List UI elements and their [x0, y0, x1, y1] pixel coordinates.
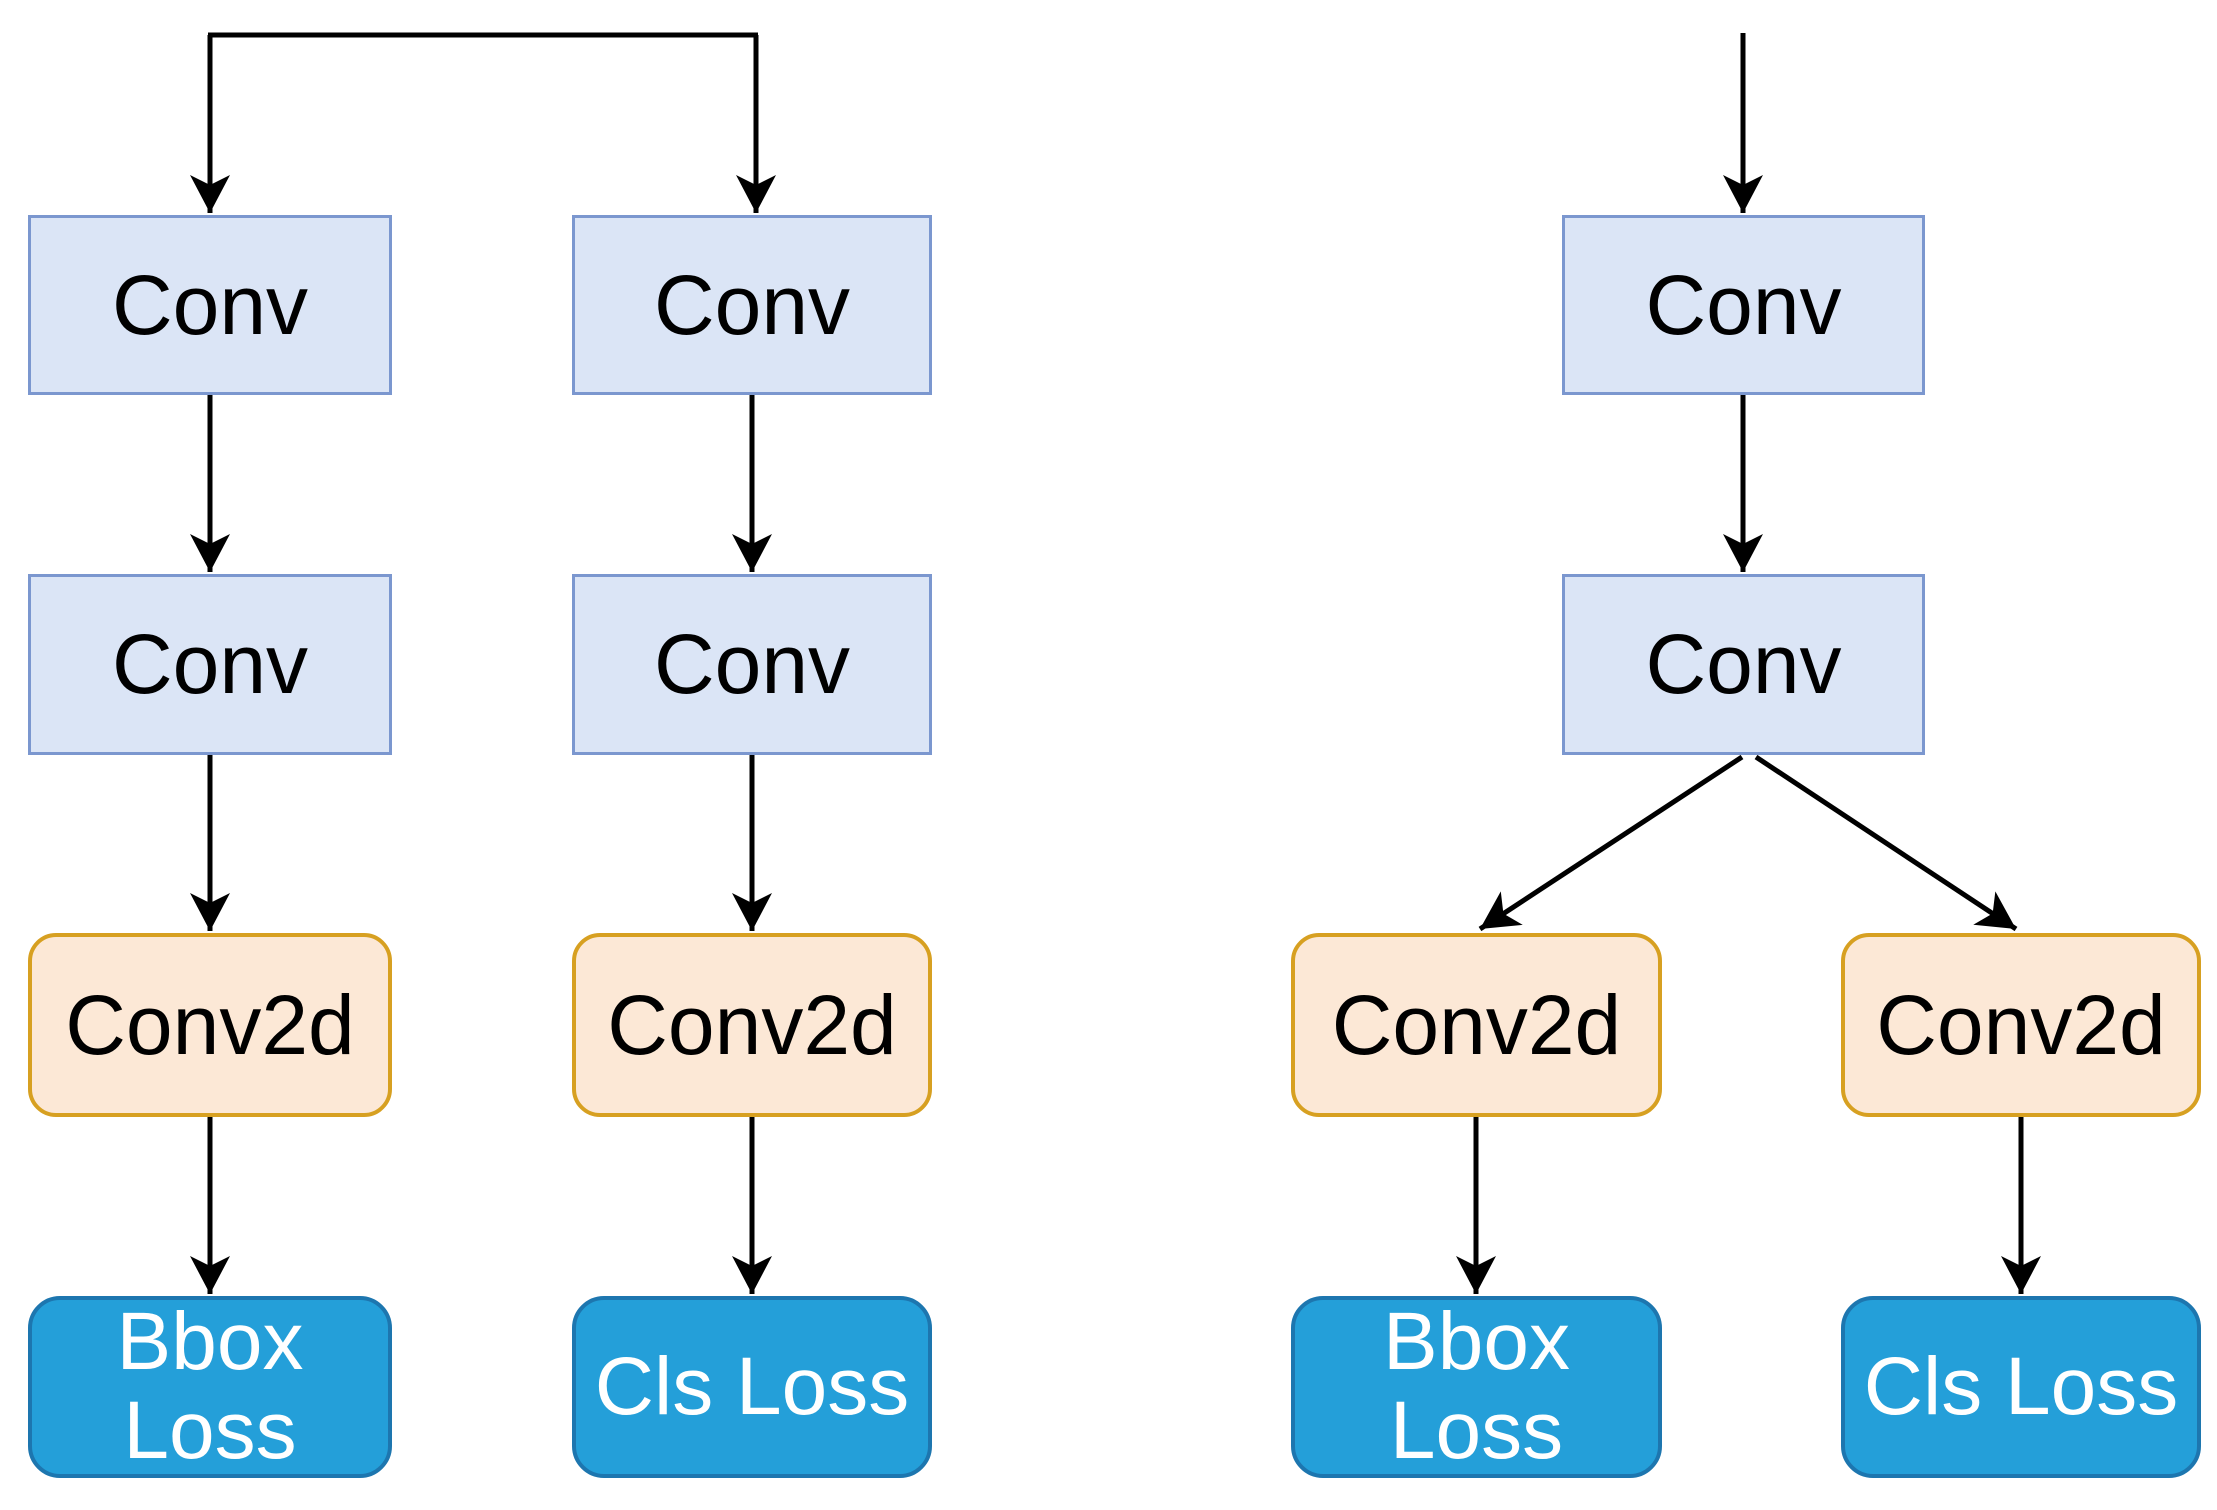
node-label: Cls Loss	[594, 1340, 910, 1432]
node-right-cls-loss: Cls Loss	[1841, 1296, 2201, 1478]
node-left-cls-conv1: Conv	[572, 215, 932, 395]
node-label: Conv	[111, 257, 309, 352]
node-left-cls-conv2d: Conv2d	[572, 933, 932, 1117]
node-right-conv2: Conv	[1562, 574, 1925, 755]
node-label: Conv2d	[1331, 977, 1622, 1072]
node-label: Conv	[653, 257, 851, 352]
node-label: Bbox Loss	[116, 1296, 304, 1476]
node-left-cls-loss: Cls Loss	[572, 1296, 932, 1478]
node-right-cls-conv2d: Conv2d	[1841, 933, 2201, 1117]
node-right-conv1: Conv	[1562, 215, 1925, 395]
node-label: Conv	[111, 617, 309, 712]
node-label: Conv2d	[607, 977, 897, 1072]
node-label: Conv	[1645, 617, 1842, 712]
node-label: Conv2d	[65, 977, 355, 1072]
arrow-right-conv2-bbox-conv2d	[1478, 754, 1744, 932]
node-left-bbox-loss: Bbox Loss	[28, 1296, 392, 1478]
node-label: Conv	[1645, 257, 1842, 352]
node-right-bbox-conv2d: Conv2d	[1291, 933, 1662, 1117]
node-right-bbox-loss: Bbox Loss	[1291, 1296, 1662, 1478]
node-left-bbox-conv1: Conv	[28, 215, 392, 395]
node-label: Conv	[653, 617, 851, 712]
node-left-cls-conv2: Conv	[572, 574, 932, 755]
node-left-bbox-conv2: Conv	[28, 574, 392, 755]
node-label: Bbox Loss	[1383, 1296, 1570, 1476]
node-label: Cls Loss	[1863, 1340, 2179, 1432]
node-left-bbox-conv2d: Conv2d	[28, 933, 392, 1117]
arrow-right-conv2-cls-conv2d	[1754, 754, 2018, 932]
node-label: Conv2d	[1876, 977, 2166, 1072]
